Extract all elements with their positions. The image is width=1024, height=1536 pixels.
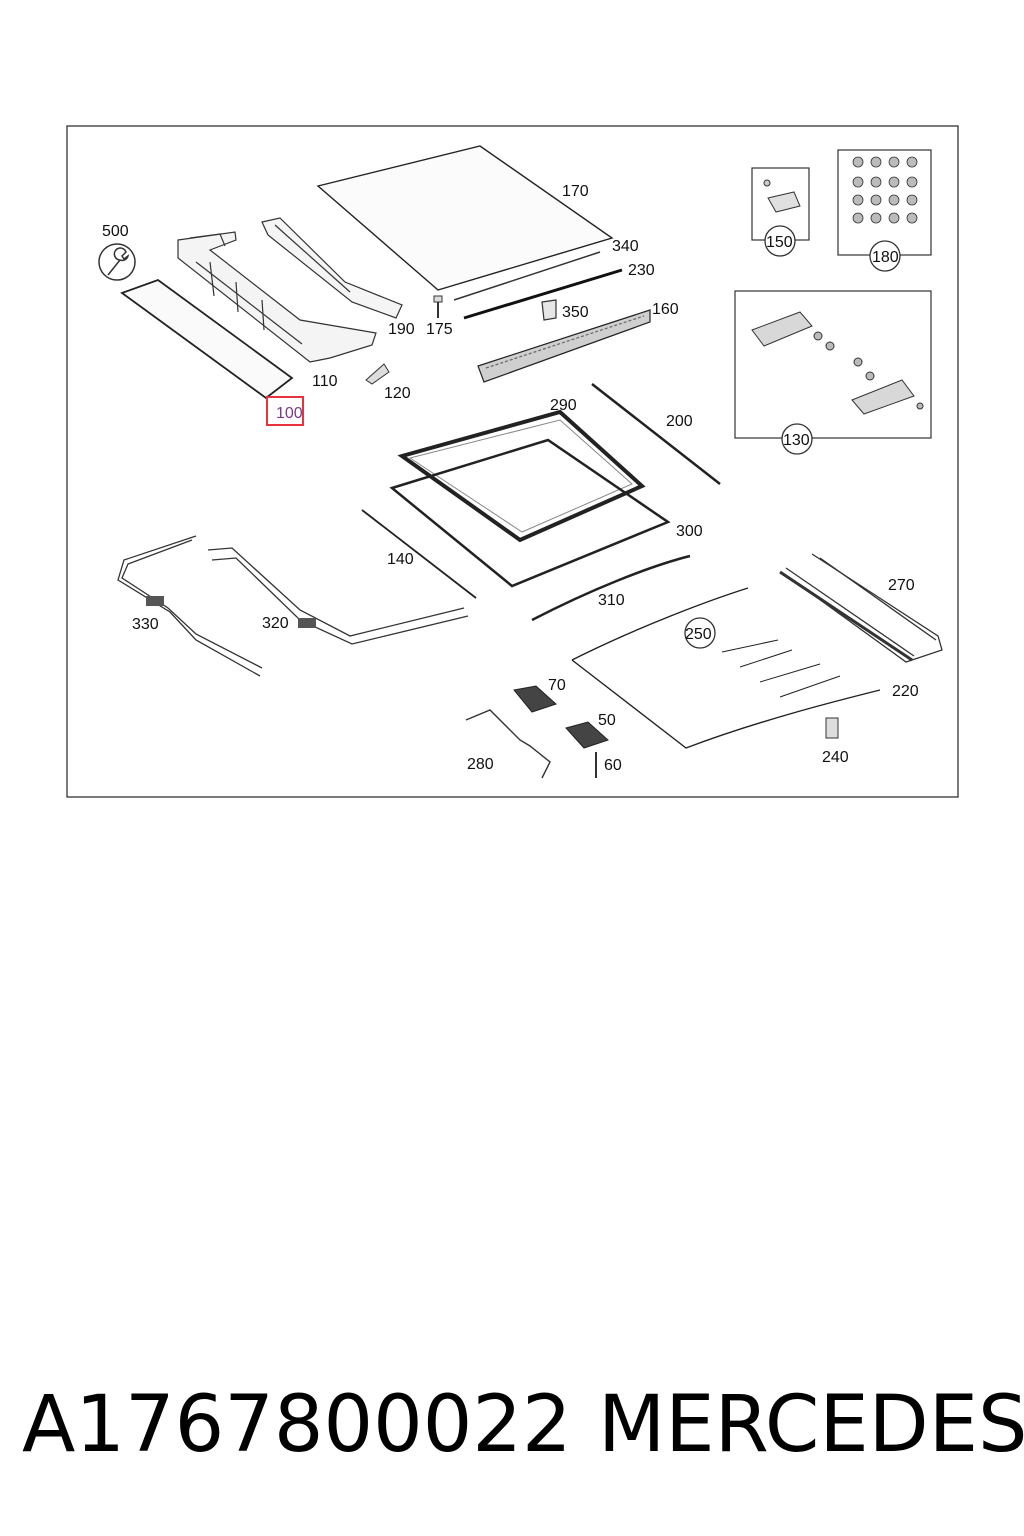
part-350-clip — [541, 299, 557, 321]
highlight-box — [266, 396, 304, 426]
part-120-bracket — [365, 363, 390, 385]
callout-280: 280 — [467, 756, 494, 773]
callout-300: 300 — [676, 523, 703, 540]
part-150-box — [751, 167, 810, 257]
part-130-box — [734, 290, 932, 455]
callout-110: 110 — [312, 373, 338, 390]
part-250-liner — [571, 587, 881, 749]
part-180-box — [837, 149, 932, 272]
part-170-roof-cover — [316, 145, 614, 291]
callout-70: 70 — [548, 677, 566, 694]
part-230-strip — [463, 268, 623, 320]
callout-290: 290 — [550, 397, 577, 414]
callout-320: 320 — [262, 615, 289, 632]
part-320-drain-hose — [207, 547, 469, 645]
part-340-strip — [453, 251, 601, 301]
callout-250: 250 — [685, 626, 712, 643]
callout-160: 160 — [652, 301, 679, 318]
callout-140: 140 — [387, 551, 414, 568]
part-number: A1767800022 — [22, 1380, 572, 1470]
callout-270: 270 — [888, 577, 915, 594]
callout-240: 240 — [822, 749, 849, 766]
callout-310: 310 — [598, 592, 625, 609]
callout-350: 350 — [562, 304, 589, 321]
part-300-seal — [389, 438, 671, 588]
part-110-frame — [177, 231, 377, 363]
part-200-strip — [591, 383, 721, 485]
part-140-strip — [361, 509, 477, 599]
callout-330: 330 — [132, 616, 159, 633]
part-160-rail — [477, 309, 651, 383]
diagram-frame — [66, 125, 959, 798]
callout-50: 50 — [598, 712, 616, 729]
part-175-bolt — [433, 295, 443, 318]
caption: A1767800022 MERCEDES — [0, 1375, 1024, 1475]
callout-190: 190 — [388, 321, 415, 338]
callout-175: 175 — [426, 321, 453, 338]
part-70-motor — [513, 685, 557, 713]
callout-120: 120 — [384, 385, 411, 402]
callout-230: 230 — [628, 262, 655, 279]
wrench-icon — [98, 243, 136, 281]
part-270-rail — [779, 553, 943, 663]
callout-150: 150 — [766, 234, 793, 251]
callout-60: 60 — [604, 757, 622, 774]
part-330-drain-hose — [117, 535, 263, 677]
part-190-seal — [261, 217, 403, 319]
part-310-strip — [531, 554, 691, 622]
callout-130: 130 — [783, 432, 810, 449]
callout-100: 100 — [276, 405, 303, 422]
callout-340: 340 — [612, 238, 639, 255]
callout-500: 500 — [102, 223, 129, 240]
part-290-seal-frame — [397, 409, 646, 543]
part-280-cable — [465, 709, 551, 779]
callout-180: 180 — [872, 249, 899, 266]
part-50-motor — [565, 721, 609, 749]
part-100-glass-panel — [120, 278, 294, 400]
callout-170: 170 — [562, 183, 589, 200]
part-240-module — [825, 717, 839, 739]
callout-200: 200 — [666, 413, 693, 430]
parts-diagram: 500 100 110 120 190 175 170 340 230 350 … — [66, 125, 959, 798]
callout-220: 220 — [892, 683, 919, 700]
brand-name: MERCEDES — [598, 1380, 1024, 1470]
